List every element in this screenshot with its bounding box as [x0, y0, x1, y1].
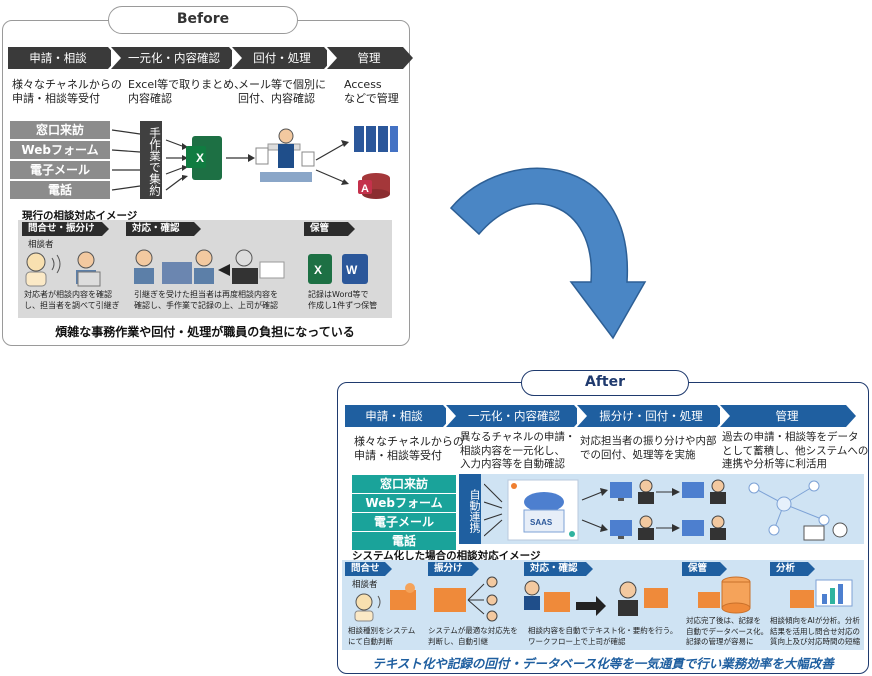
before-desc-2: Excel等で取りまとめ、 内容確認 — [128, 78, 246, 105]
system-monitor-icon — [390, 583, 416, 610]
before-step-1: 申請・相談 — [8, 47, 118, 69]
before-manual-label: 手作業で集約 — [140, 121, 162, 199]
after-auto-label: 自動連携 — [459, 474, 481, 544]
after-note-2: システムが最適な対応先を 判断し、自動引継 — [428, 626, 518, 646]
before-substep-1: 問合せ・振分け — [22, 222, 109, 236]
before-channel-counter: 窓口来訪 — [10, 121, 110, 139]
access-icon: A — [358, 173, 390, 199]
database-icon — [698, 576, 751, 614]
after-note-4: 対応完了後は、記録を 自動でデータベース化。 記録の管理が容易に — [686, 616, 769, 646]
before-flow-title: 現行の相談対応イメージ — [22, 210, 138, 222]
binder-icon — [354, 126, 398, 152]
svg-text:X: X — [314, 263, 322, 277]
after-channel-counter: 窓口来訪 — [352, 475, 456, 493]
after-desc-3: 対応担当者の振り分けや内部 での回付、処理等を実施 — [580, 435, 717, 461]
after-note-1: 相談種別をシステム にて自動判断 — [348, 626, 416, 646]
before-label: Before — [108, 6, 298, 34]
after-label: After — [521, 370, 689, 396]
before-step-bar: 申請・相談 一元化・内容確認 回付・処理 管理 — [8, 47, 413, 69]
before-note-2: 引継ぎを受けた担当者は再度相談内容を 確認し、手作業で記録の上、上司が確認 — [134, 290, 278, 310]
after-note-3: 相談内容を自動でテキスト化・要約を行う。 ワークフロー上で上司が確認 — [528, 626, 678, 646]
before-bottom-message: 煩雑な事務作業や回付・処理が職員の負担になっている — [55, 325, 355, 339]
after-note-5: 相談傾向をAIが分析。分析 結果を活用し問合せ対応の 質向上及び対応時間の短縮 — [770, 616, 860, 646]
before-channel-phone: 電話 — [10, 181, 110, 199]
before-scene-graphic: X W — [25, 249, 368, 287]
monitor-icon — [682, 482, 704, 536]
after-substep-5: 分析 — [770, 562, 815, 576]
staff-pair-icon — [134, 249, 214, 284]
before-consultant-label: 相談者 — [28, 240, 54, 250]
after-desc-1: 様々なチャネルからの 申請・相談等受付 — [354, 435, 464, 462]
routing-monitor-icon — [434, 576, 498, 622]
after-step-3: 振分け・回付・処理 — [577, 405, 727, 427]
after-substep-4: 保管 — [682, 562, 727, 576]
manager-icon — [618, 581, 668, 616]
after-scene-graphic — [354, 576, 853, 622]
office-worker-icon — [255, 128, 315, 182]
before-channel-email: 電子メール — [10, 161, 110, 179]
before-desc-1: 様々なチャネルからの 申請・相談等受付 — [12, 78, 122, 105]
svg-text:W: W — [346, 263, 358, 277]
boss-icon — [232, 249, 285, 284]
analytics-icon — [790, 579, 853, 608]
after-step-2: 一元化・内容確認 — [446, 405, 584, 427]
after-step-4: 管理 — [720, 405, 856, 427]
after-system-graphic: SAAS — [484, 479, 848, 541]
after-desc-2: 異なるチャネルの申請・ 相談内容を一元化し、 入力内容等を自動確認 — [460, 431, 576, 470]
before-desc-4: Access などで管理 — [344, 78, 399, 105]
after-consultant-label: 相談者 — [352, 580, 378, 590]
staff-icon — [638, 479, 654, 540]
saas-platform-icon: SAAS — [507, 479, 579, 541]
before-substep-2: 対応・確認 — [126, 222, 201, 236]
monitor-icon — [610, 482, 632, 539]
before-step-4: 管理 — [327, 47, 413, 69]
before-desc-3: メール等で個別に 回付、内容確認 — [238, 78, 326, 105]
after-channel-email: 電子メール — [352, 513, 456, 531]
transition-arrow-icon — [449, 167, 647, 340]
word-excel-icon: X W — [308, 254, 368, 284]
arrow-icon — [218, 264, 230, 276]
staff-laptop-icon — [524, 580, 570, 612]
consultant-phone-icon — [354, 593, 381, 622]
excel-icon: X — [186, 136, 222, 180]
after-step-1: 申請・相談 — [345, 405, 453, 427]
svg-text:X: X — [196, 151, 204, 165]
after-substep-1: 問合せ — [345, 562, 392, 576]
svg-text:SAAS: SAAS — [530, 518, 553, 527]
before-flow-graphic: X A — [111, 126, 398, 199]
before-note-1: 対応者が相談内容を確認 し、担当者を調べて引継ぎ — [24, 290, 120, 310]
manager-icon — [710, 479, 726, 540]
after-substep-2: 振分け — [428, 562, 479, 576]
staff-laptop-icon — [76, 251, 101, 287]
consultant-phone-icon — [25, 252, 61, 287]
before-note-3: 記録はWord等で 作成し1件ずつ保管 — [308, 290, 378, 310]
before-step-3: 回付・処理 — [232, 47, 334, 69]
after-step-bar: 申請・相談 一元化・内容確認 振分け・回付・処理 管理 — [345, 405, 856, 427]
after-desc-4: 過去の申請・相談等をデータ として蓄積し、他システムへの 連携や分析等に利活用 — [722, 431, 869, 470]
after-bottom-message: テキスト化や記録の回付・データベース化等を一気通貫で行い業務効率を大幅改善 — [372, 656, 834, 671]
arrow-icon — [576, 596, 606, 616]
after-channel-phone: 電話 — [352, 532, 456, 550]
before-substep-3: 保管 — [304, 222, 355, 236]
after-flow-title: システム化した場合の相談対応イメージ — [352, 550, 541, 562]
before-step-2: 一元化・内容確認 — [111, 47, 239, 69]
before-channel-webform: Webフォーム — [10, 141, 110, 159]
after-substep-3: 対応・確認 — [524, 562, 593, 576]
svg-text:A: A — [361, 183, 369, 195]
after-channel-webform: Webフォーム — [352, 494, 456, 512]
network-analysis-icon — [748, 480, 848, 541]
